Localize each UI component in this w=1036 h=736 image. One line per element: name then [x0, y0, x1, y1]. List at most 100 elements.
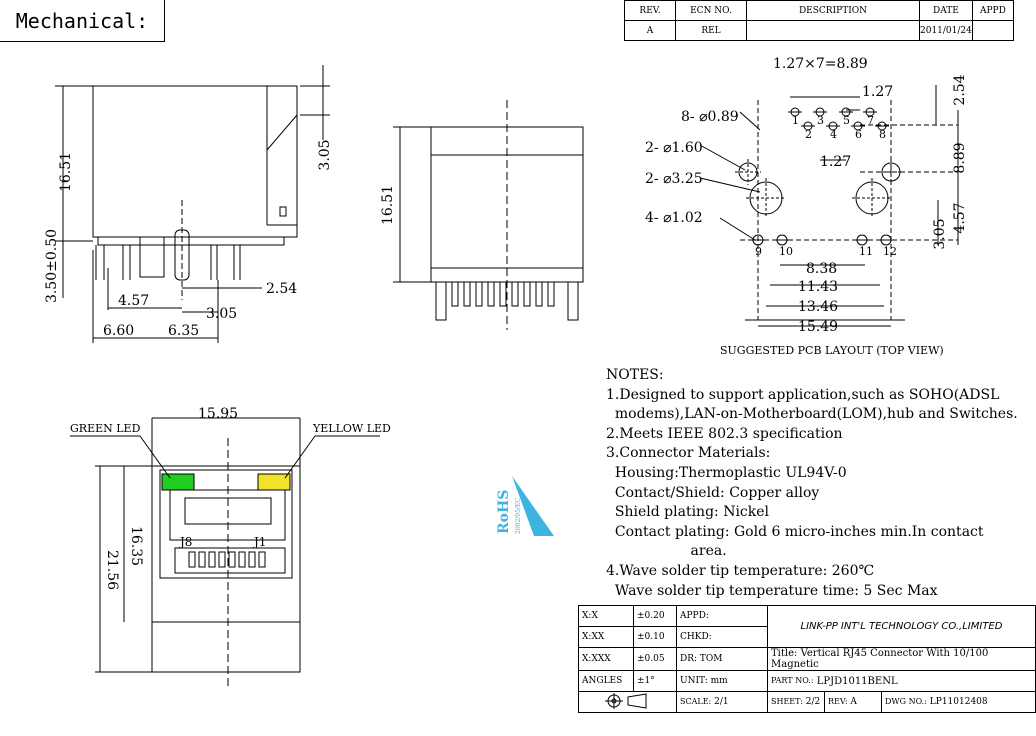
dim-1346-pcb: 13.46: [798, 299, 838, 315]
note-line: modems),LAN-on-Motherboard(LOM),hub and …: [606, 406, 1018, 423]
notes-heading: NOTES:: [606, 367, 664, 383]
title-cell: Title: Vertical RJ45 Connector With 10/1…: [767, 647, 1036, 671]
green-led-label: GREEN LED: [70, 422, 141, 435]
scale-cell: SCALE: 2/1: [676, 691, 768, 713]
description-cell: [746, 20, 920, 41]
scale-label: SCALE:: [680, 697, 712, 706]
led-view: [70, 417, 380, 690]
pcb-pin-label: 1: [792, 114, 799, 127]
pcb-hole-cross: [746, 178, 786, 218]
note-line: 2.Meets IEEE 802.3 specification: [606, 425, 843, 442]
pcb-pin-label: 6: [855, 128, 862, 141]
company-name: LINK-PP INT'L TECHNOLOGY CO.,LIMITED: [767, 605, 1036, 648]
j8-label: J8: [178, 535, 192, 549]
revision-row: A REL 2011/01/24: [624, 20, 1014, 41]
leader: [719, 217, 756, 241]
dr-field: DR: TOM: [676, 647, 768, 671]
front-pins: [435, 281, 579, 321]
dim-838-pcb: 8.38: [806, 261, 837, 277]
pcb-pin-label: 4: [830, 128, 837, 141]
leader: [699, 177, 761, 193]
dim-254-side: 2.54: [266, 281, 297, 297]
pcb-pin-label: 2: [805, 128, 812, 141]
note-line: Shield plating: Nickel: [606, 504, 770, 521]
ecn-cell: REL: [675, 20, 747, 41]
jack-contact: [248, 551, 256, 568]
pcb-pin-label: 10: [779, 245, 793, 258]
side-base: [97, 236, 285, 246]
note-line: Wave solder tip temperature time: 5 Sec …: [606, 582, 938, 599]
jack-contact: [218, 551, 226, 568]
jack-contact: [198, 551, 206, 568]
side-post: [139, 236, 165, 278]
field-label: CHKD:: [680, 632, 712, 642]
rev-value: A: [850, 697, 857, 707]
sheet-value: 2/2: [805, 697, 821, 707]
callout-325: 2- ⌀3.25: [645, 171, 703, 187]
side-pins: [95, 245, 241, 280]
dwg-cell: DWG NO.: LP11012408: [881, 691, 1036, 713]
callout-102: 4- ⌀1.02: [645, 210, 703, 226]
note-line: Contact plating: Gold 6 micro-inches min…: [606, 523, 984, 540]
note-line: Contact/Shield: Copper alloy: [606, 484, 820, 501]
dim-pitch: 1.27×7=8.89: [773, 56, 868, 72]
pcb-hole-cross: [735, 159, 761, 185]
dim-305-pcb: 3.05: [932, 218, 948, 249]
field-label: UNIT:: [680, 676, 708, 686]
dim-1651-front: 16.51: [380, 185, 396, 225]
dim-350-side: 3.50±0.50: [44, 229, 60, 303]
jack-opening: [169, 489, 286, 541]
leader: [139, 435, 171, 479]
green-led: [161, 473, 195, 491]
dim-127b-pcb: 1.27: [820, 154, 851, 170]
dim-457-pcb: 4.57: [952, 202, 968, 233]
title-block: X:X ±0.20 APPD: LINK-PP INT'L TECHNOLOGY…: [578, 605, 1036, 713]
tol-value: ±0.10: [633, 626, 677, 648]
title-label: Title:: [771, 648, 798, 659]
field-value: mm: [710, 676, 728, 686]
pcb-pin-label: 11: [859, 245, 873, 258]
tol-label: ANGLES: [578, 670, 634, 692]
part-no-cell: PART NO.: LPJD1011BENL: [767, 670, 1036, 692]
dim-305b-side: 3.05: [206, 306, 237, 322]
dim-127-pcb: 1.27: [862, 84, 893, 100]
dim-1651-side: 16.51: [58, 152, 74, 192]
side-view: [55, 65, 330, 343]
dim-1143-pcb: 11.43: [798, 279, 838, 295]
side-body: [92, 85, 298, 238]
rohs-sub: 2002/95/EC: [515, 498, 522, 534]
tol-label: X:X: [578, 605, 634, 627]
pcb-pin-label: 8: [879, 128, 886, 141]
field-value: TOM: [699, 654, 723, 664]
pcb-pin-label: 5: [843, 114, 850, 127]
note-line: 1.Designed to support application,such a…: [606, 386, 1000, 403]
jack-contact: [238, 551, 246, 568]
side-slot: [279, 206, 287, 217]
notes: NOTES: 1.Designed to support application,…: [606, 366, 1018, 601]
revision-table: REV. ECN NO. DESCRIPTION DATE APPD A REL…: [624, 0, 1014, 41]
front-view: [393, 100, 584, 330]
pcb-pin-label: 9: [755, 245, 762, 258]
chkd-field: CHKD:: [676, 626, 768, 648]
field-label: APPD:: [680, 611, 709, 621]
tol-value: ±1°: [633, 670, 677, 692]
pcb-pin-label: 7: [867, 114, 874, 127]
note-line: 4.Wave solder tip temperature: 260℃: [606, 562, 875, 579]
note-line: 3.Connector Materials:: [606, 445, 771, 462]
pcb-hole-cross: [852, 178, 892, 218]
part-no-value: LPJD1011BENL: [816, 675, 898, 687]
pcb-pin-label: 3: [817, 114, 824, 127]
yellow-led-label: YELLOW LED: [312, 422, 391, 435]
sheet-cell: SHEET: 2/2: [767, 691, 825, 713]
tol-label: X:XXX: [578, 647, 634, 671]
led-inner-frame: [159, 469, 293, 579]
dim-457-side: 4.57: [118, 293, 149, 309]
rohs-swoosh: [512, 476, 554, 536]
leader: [284, 435, 316, 479]
sheet-label: SHEET:: [771, 697, 803, 706]
note-line: Housing:Thermoplastic UL94V-0: [606, 464, 847, 481]
led-body: [151, 465, 301, 673]
pcb-pin-label: 12: [883, 245, 897, 258]
